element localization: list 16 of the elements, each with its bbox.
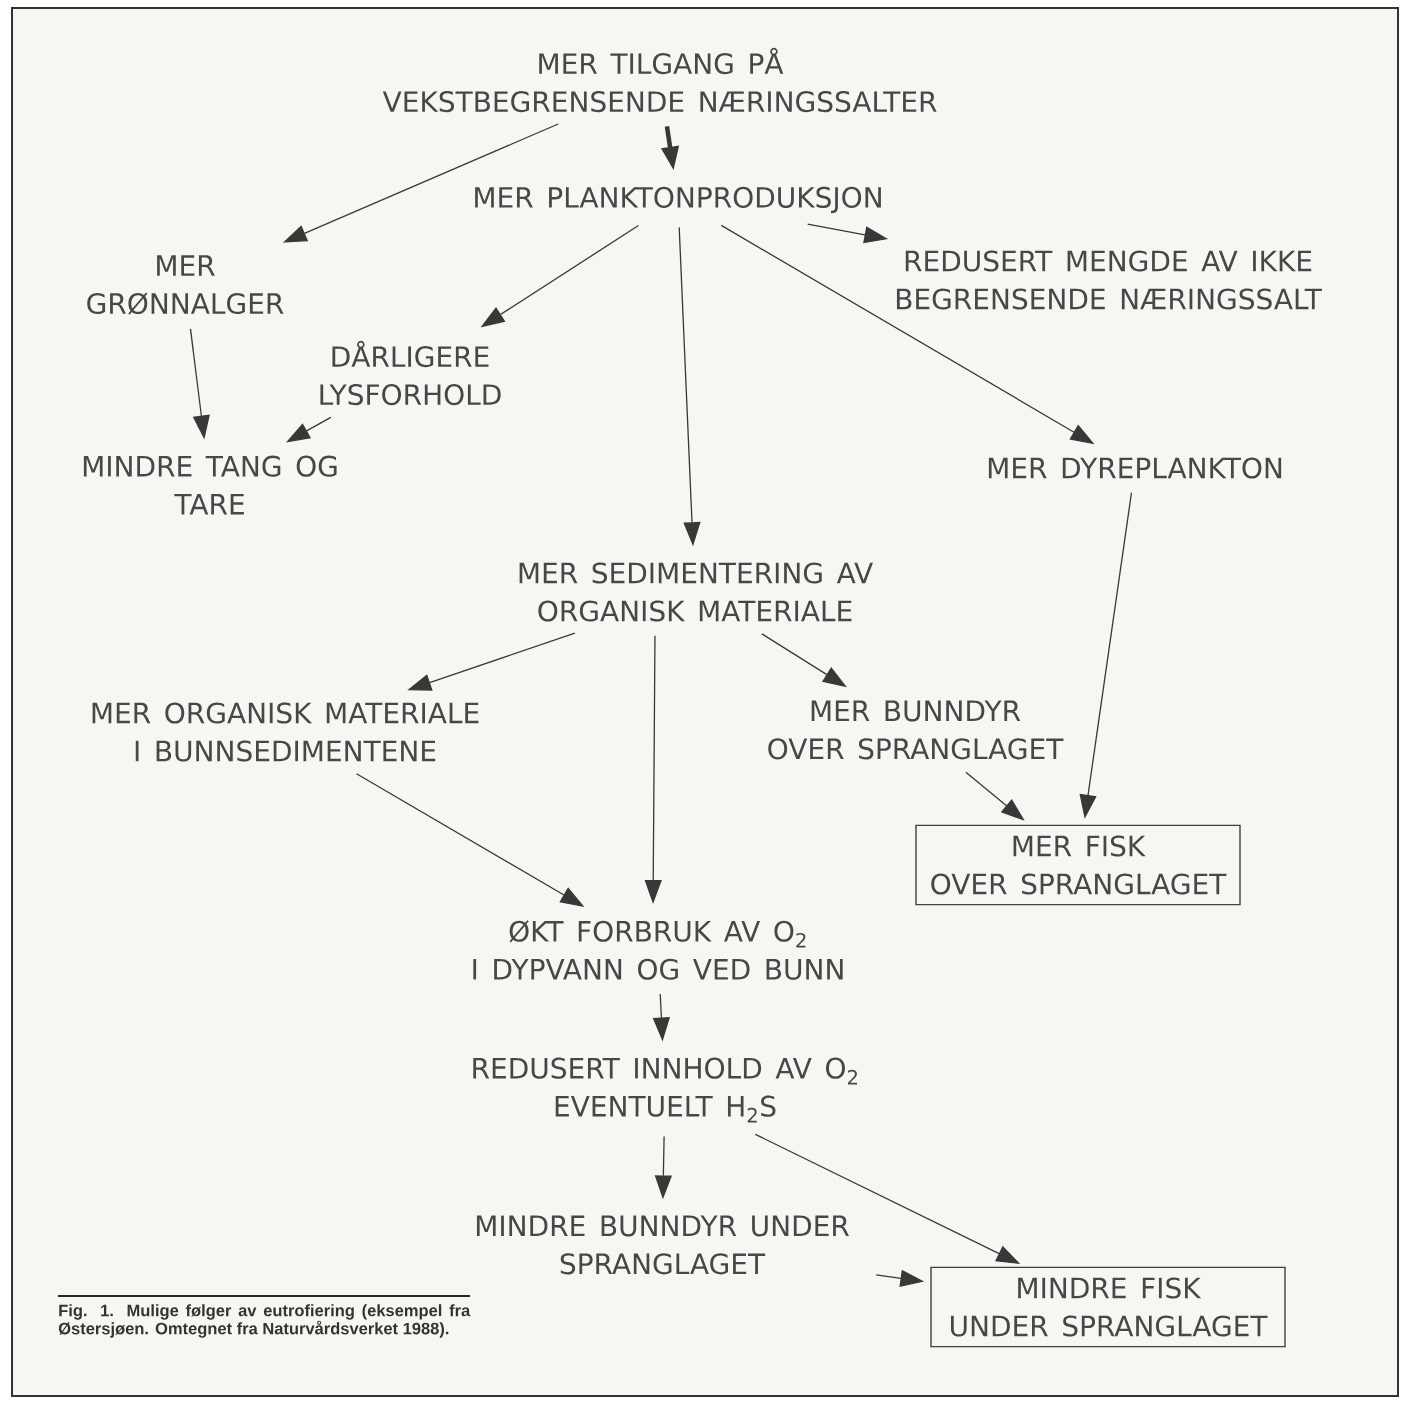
outlined-box: MINDRE FISK UNDER SPRANGLAGET bbox=[930, 1266, 1286, 1348]
statement-text: MINDRE BUNNDYR UNDER SPRANGLAGET bbox=[476, 1215, 849, 1275]
statement-text: MER PLANKTONPRODUKSJON bbox=[475, 186, 881, 214]
figure-caption: Fig. 1. Mulige følger av eutrofiering (eksempel fra Østersjøen. Omtegnet fra Naturvårdsverket 1988). bbox=[58, 1304, 471, 1338]
statement-text: MER BUNNDYR OVER SPRANGLAGET bbox=[768, 700, 1064, 760]
statement-text: MER SEDIMENTERING AV ORGANISK MATERIALE bbox=[519, 562, 873, 622]
statement-text: REDUSERT INNHOLD AV O$_{2}$ EVENTUELT H$_{2}$S bbox=[473, 1057, 857, 1123]
statement-text: MER GRØNNALGER bbox=[87, 255, 284, 315]
statement-text: MER ORGANISK MATERIALE I BUNNSEDIMENTENE bbox=[92, 702, 479, 762]
statement-text: DÅRLIGERE LYSFORHOLD bbox=[320, 340, 501, 406]
statement-text: REDUSERT MENGDE AV IKKE BEGRENSENDE NÆRINGSSALT bbox=[896, 250, 1322, 310]
outlined-box: MER FISK OVER SPRANGLAGET bbox=[915, 824, 1241, 906]
statement-text: MER TILGANG PÅ VEKSTBEGRENSENDE NÆRINGSSALTER bbox=[382, 47, 937, 113]
statement-text: ØKT FORBRUK AV O$_{2}$ I DYPVANN OG VED BUNN bbox=[473, 920, 843, 980]
statement-text: MINDRE TANG OG TARE bbox=[83, 455, 337, 515]
statement-text: MER DYREPLANKTON bbox=[988, 457, 1282, 479]
